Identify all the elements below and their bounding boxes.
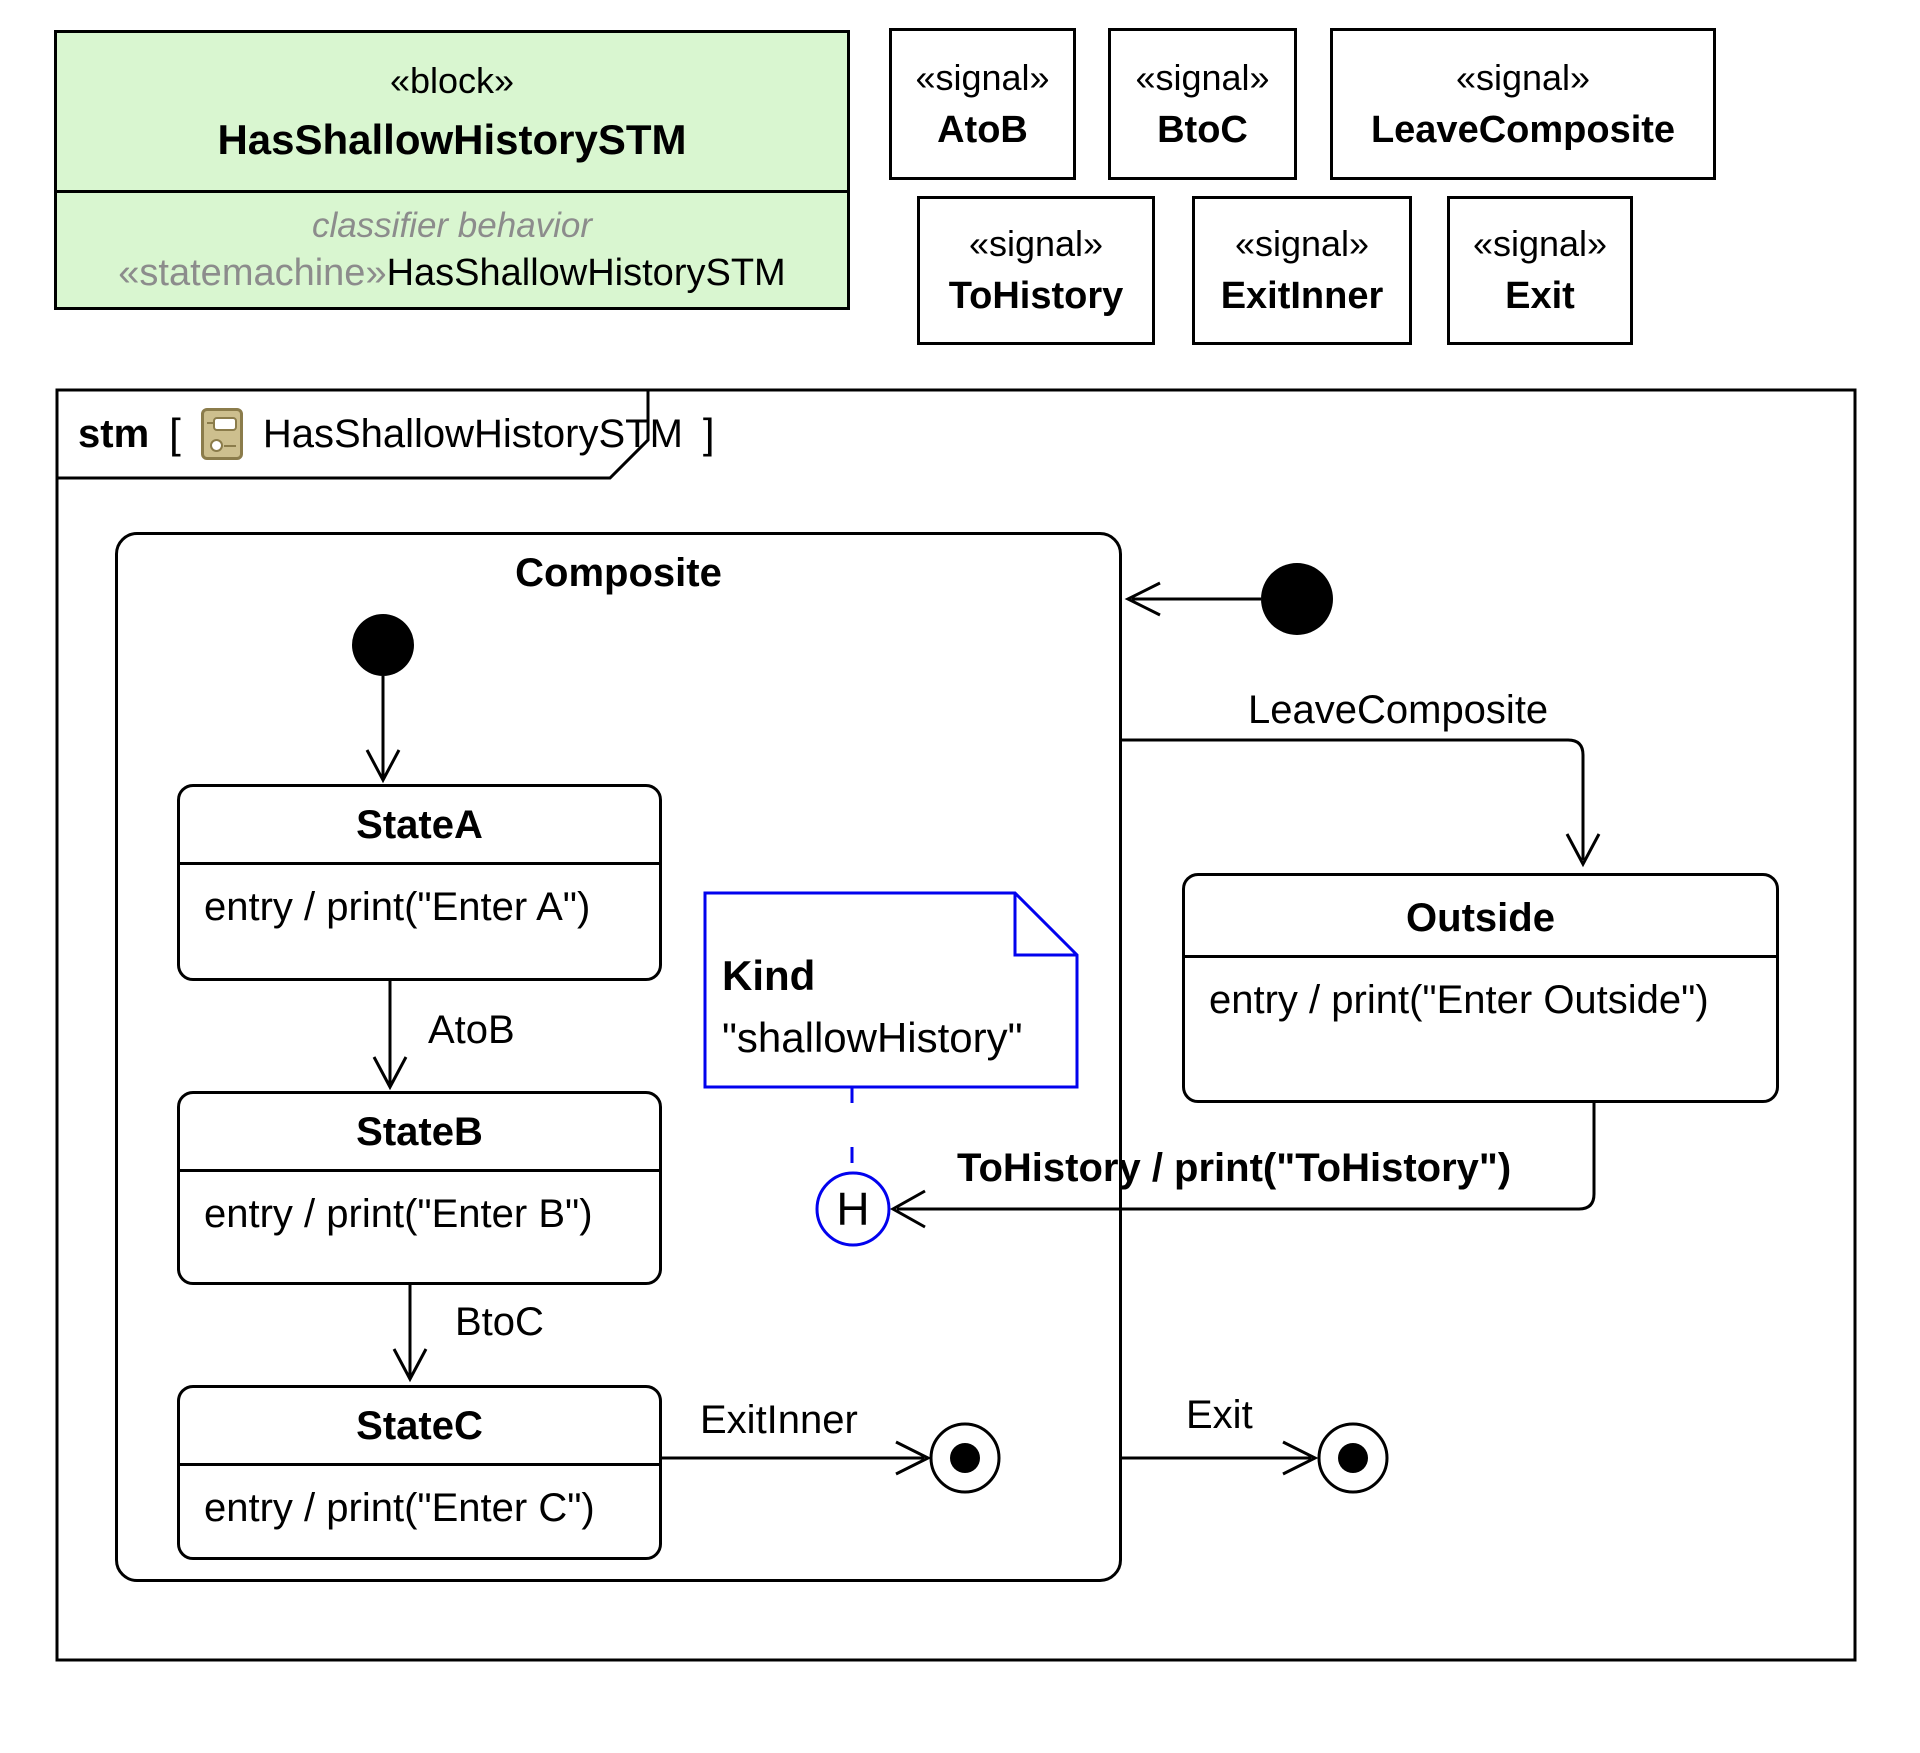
signal-stereotype: «signal» [1234, 223, 1370, 264]
signal-name: ToHistory [948, 275, 1124, 317]
signal-box-Exit[interactable]: «signal» Exit [1447, 196, 1633, 345]
signal-stereotype: «signal» [1472, 223, 1608, 264]
signal-stereotype: «signal» [968, 223, 1104, 264]
state-entry-action: entry / print("Enter Outside") [1185, 955, 1776, 1100]
state-entry-action: entry / print("Enter B") [180, 1169, 659, 1282]
signal-box-ExitInner[interactable]: «signal» ExitInner [1192, 196, 1412, 345]
block-name: HasShallowHistorySTM [217, 115, 687, 163]
statemachine-stereotype: «statemachine» [118, 251, 387, 294]
classifier-behavior-label: classifier behavior [311, 205, 593, 245]
block-definition-HasShallowHistorySTM[interactable]: «block» HasShallowHistorySTM classifier … [54, 30, 850, 310]
signal-name: Exit [1505, 275, 1575, 317]
state-title: StateB [356, 1110, 483, 1154]
state-Outside[interactable]: Outside entry / print("Enter Outside") [1182, 873, 1779, 1103]
block-name-compartment: «block» HasShallowHistorySTM [57, 33, 847, 193]
state-StateB[interactable]: StateB entry / print("Enter B") [177, 1091, 662, 1285]
statemachine-name: HasShallowHistorySTM [386, 251, 786, 294]
state-StateA[interactable]: StateA entry / print("Enter A") [177, 784, 662, 981]
signal-name: BtoC [1157, 108, 1248, 151]
state-title: StateA [356, 803, 483, 847]
signal-box-ToHistory[interactable]: «signal» ToHistory [917, 196, 1155, 345]
state-title: StateC [356, 1404, 483, 1448]
block-stereotype: «block» [389, 59, 515, 101]
state-title: Outside [1406, 896, 1555, 940]
block-behavior-compartment: classifier behavior «statemachine»HasSha… [57, 193, 847, 307]
signal-stereotype: «signal» [1135, 56, 1270, 98]
signal-box-BtoC[interactable]: «signal» BtoC [1108, 28, 1297, 180]
signal-box-LeaveComposite[interactable]: «signal» LeaveComposite [1330, 28, 1716, 180]
signal-box-AtoB[interactable]: «signal» AtoB [889, 28, 1076, 180]
state-entry-action: entry / print("Enter C") [180, 1463, 659, 1557]
composite-state-title: Composite [515, 551, 722, 595]
state-StateC[interactable]: StateC entry / print("Enter C") [177, 1385, 662, 1560]
state-entry-action: entry / print("Enter A") [180, 862, 659, 978]
signal-stereotype: «signal» [1455, 56, 1591, 98]
signal-name: AtoB [937, 108, 1028, 151]
signal-stereotype: «signal» [915, 56, 1050, 98]
statemachine-reference: «statemachine»HasShallowHistorySTM [118, 252, 785, 295]
signal-name: LeaveComposite [1370, 108, 1676, 151]
signal-name: ExitInner [1220, 275, 1384, 317]
